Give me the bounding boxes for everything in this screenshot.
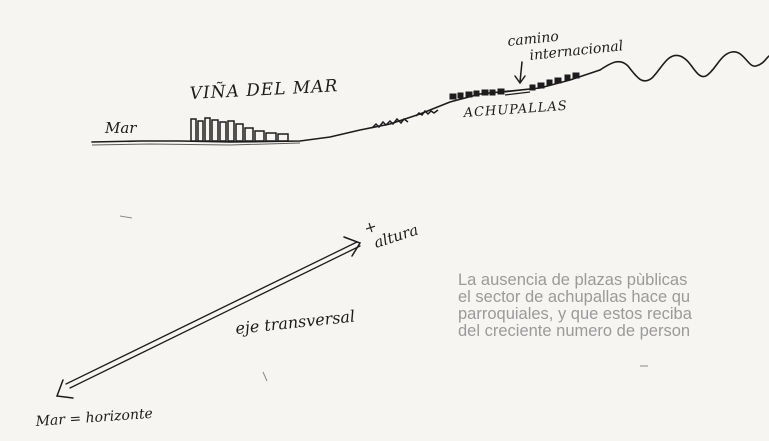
label-vina-del-mar: VIÑA DEL MAR: [189, 75, 339, 104]
caption-line-4: del creciente numero de person: [458, 322, 691, 340]
label-mas-altura: altura: [372, 221, 421, 252]
arrow-down-left: [55, 379, 74, 399]
label-mar: Mar: [104, 119, 137, 137]
caption-text: La ausencia de plazas pùblicas el sector…: [458, 272, 769, 340]
stray-marks: [119, 215, 648, 382]
road-segment-2: [504, 91, 531, 96]
label-camino-line1: camino: [507, 29, 560, 50]
label-eje-transversal: eje transversal: [234, 307, 355, 338]
caption-line-2: el sector de achupallas hace qu: [458, 288, 691, 306]
road-segment: [504, 88, 531, 93]
achupallas-houses: [449, 72, 580, 100]
label-achupallas: ACHUPALLAS: [462, 99, 568, 121]
label-mar-horizonte: Mar = horizonte: [34, 406, 153, 430]
label-mas-altura-plus: +: [362, 217, 380, 238]
caption-line-3: parroquiales, y que estos reciba: [458, 305, 692, 323]
camino-arrow: [514, 61, 526, 85]
slope-houses: [371, 117, 409, 129]
city-buildings: [190, 117, 289, 142]
arrow-up-right: [343, 236, 362, 257]
hills-wave: [599, 51, 769, 82]
transverse-axis: [65, 241, 361, 389]
caption-line-1: La ausencia de plazas pùblicas: [458, 272, 688, 289]
slope-houses-2: [415, 109, 439, 117]
terrain-line-double: [91, 142, 301, 146]
